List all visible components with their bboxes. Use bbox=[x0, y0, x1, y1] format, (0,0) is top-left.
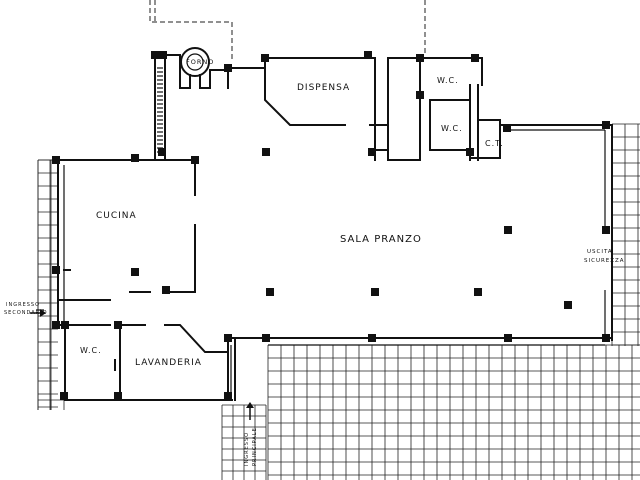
label-ingresso-principale-2: PRINCIPALE bbox=[252, 427, 258, 466]
pillar bbox=[602, 334, 610, 342]
pillar bbox=[60, 392, 68, 400]
pillar bbox=[564, 301, 572, 309]
pillar bbox=[52, 266, 60, 274]
label-ingresso-principale-1: INGRESSO bbox=[244, 432, 250, 466]
label-ingresso-secondario-2: SECONDARIO bbox=[4, 310, 48, 316]
pillar bbox=[191, 156, 199, 164]
pillar bbox=[131, 268, 139, 276]
bottom-terrace-paving bbox=[267, 344, 640, 480]
structural-pillars bbox=[52, 51, 610, 400]
label-cucina: CUCINA bbox=[96, 211, 137, 221]
label-ingresso-secondario-1: INGRESSO bbox=[6, 302, 40, 308]
label-wc-bottom: W.C. bbox=[80, 346, 102, 355]
pillar bbox=[131, 154, 139, 162]
label-ct: C.T. bbox=[485, 139, 504, 148]
pillar bbox=[266, 288, 274, 296]
label-sicurezza: SICUREZZA bbox=[584, 258, 625, 264]
chimney-hatch bbox=[157, 67, 163, 153]
label-dispensa: DISPENSA bbox=[297, 83, 350, 93]
pillar bbox=[474, 288, 482, 296]
pillar bbox=[158, 148, 166, 156]
left-terrace-paving bbox=[37, 159, 65, 410]
pillar bbox=[114, 392, 122, 400]
pillar bbox=[261, 54, 269, 62]
label-lavanderia: LAVANDERIA bbox=[135, 358, 202, 368]
door-marks bbox=[36, 88, 479, 311]
pillar bbox=[602, 121, 610, 129]
pillar bbox=[368, 334, 376, 342]
pillar bbox=[368, 148, 376, 156]
pillar bbox=[52, 156, 60, 164]
pillar bbox=[162, 286, 170, 294]
pillar bbox=[504, 226, 512, 234]
pillar bbox=[602, 226, 610, 234]
pillar bbox=[151, 51, 159, 59]
pillar bbox=[504, 334, 512, 342]
right-terrace-paving bbox=[611, 123, 640, 346]
pillar bbox=[114, 321, 122, 329]
main-entrance-arrow bbox=[246, 402, 254, 420]
pillar bbox=[224, 64, 232, 72]
secondary-entrance-arrow bbox=[30, 309, 46, 317]
label-forno: FORNO bbox=[186, 58, 214, 66]
pillar bbox=[262, 334, 270, 342]
pillar bbox=[416, 91, 424, 99]
pillar bbox=[262, 148, 270, 156]
pillar bbox=[371, 288, 379, 296]
label-wc-top-2: W.C. bbox=[441, 124, 463, 133]
pillar bbox=[52, 321, 60, 329]
label-wc-top-1: W.C. bbox=[437, 76, 459, 85]
label-sala-pranzo: SALA PRANZO bbox=[340, 234, 422, 245]
pillar bbox=[159, 51, 167, 59]
oven bbox=[179, 47, 229, 89]
exterior-walls bbox=[57, 54, 613, 401]
pillar bbox=[466, 148, 474, 156]
entrance-path-paving bbox=[221, 404, 267, 480]
pillar bbox=[364, 51, 372, 59]
pillar bbox=[224, 392, 232, 400]
pillar bbox=[471, 54, 479, 62]
pillar bbox=[224, 334, 232, 342]
pillar bbox=[61, 321, 69, 329]
pillar bbox=[416, 54, 424, 62]
site-boundary-lines bbox=[149, 0, 426, 62]
label-uscita: USCITA bbox=[587, 249, 613, 255]
pillar bbox=[503, 124, 511, 132]
